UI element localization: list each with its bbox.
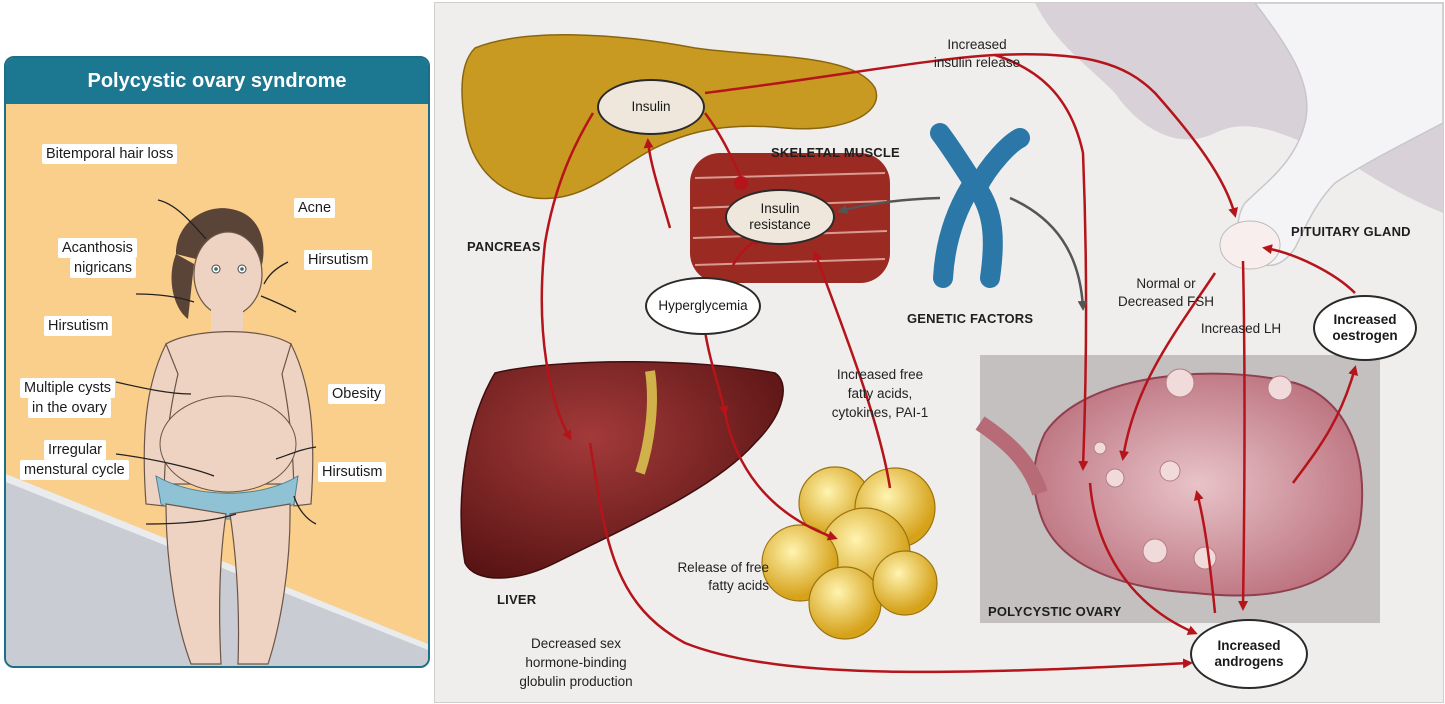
label-acanthosis-line2: nigricans [70, 258, 136, 278]
annotation-shbg-line1: Decreased sex [501, 636, 651, 652]
annotation-increased-lh: Increased LH [1191, 321, 1291, 337]
node-increased-androgens-line2: androgens [1214, 654, 1283, 670]
label-irregular-line2: menstural cycle [20, 460, 129, 480]
node-increased-oestrogen: Increased oestrogen [1313, 295, 1417, 361]
node-increased-oestrogen-line1: Increased [1333, 312, 1396, 328]
annotation-shbg-line3: globulin production [501, 674, 651, 690]
node-hyperglycemia: Hyperglycemia [645, 277, 761, 335]
label-hirsutism-chest: Hirsutism [44, 316, 112, 336]
organ-label-polycystic-ovary: POLYCYSTIC OVARY [988, 604, 1121, 619]
node-insulin-label: Insulin [631, 99, 670, 115]
annotation-fsh-line1: Normal or [1111, 276, 1221, 292]
organ-label-pancreas: PANCREAS [467, 239, 541, 254]
annotation-shbg-line2: hormone-binding [501, 655, 651, 671]
annotation-fsh-line2: Decreased FSH [1111, 294, 1221, 310]
annotation-increased-insulin-release-line2: insulin release [907, 55, 1047, 71]
node-insulin-resistance: Insulin resistance [725, 189, 835, 245]
node-increased-oestrogen-line2: oestrogen [1332, 328, 1397, 344]
label-obesity: Obesity [328, 384, 385, 404]
organ-label-skeletal-muscle: SKELETAL MUSCLE [771, 145, 900, 160]
node-hyperglycemia-label: Hyperglycemia [658, 298, 747, 314]
organ-label-genetic-factors: GENETIC FACTORS [907, 311, 1033, 326]
node-insulin-resistance-line2: resistance [749, 217, 811, 233]
pcos-pathophysiology-diagram: PANCREAS SKELETAL MUSCLE GENETIC FACTORS… [434, 2, 1444, 703]
annotation-release-ffa-line1: Release of free [659, 560, 769, 576]
annotation-release-ffa-line2: fatty acids [659, 578, 769, 594]
label-acanthosis-line1: Acanthosis [58, 238, 137, 258]
pcos-symptoms-panel: Polycystic ovary syndrome [4, 56, 430, 668]
node-insulin-resistance-line1: Insulin [760, 201, 799, 217]
annotation-free-fatty-acids-line2: fatty acids, [820, 386, 940, 402]
node-increased-androgens-line1: Increased [1217, 638, 1280, 654]
label-bitemporal-hair-loss: Bitemporal hair loss [42, 144, 177, 164]
organ-label-pituitary-gland: PITUITARY GLAND [1291, 224, 1411, 239]
label-irregular-line1: Irregular [44, 440, 106, 460]
annotation-increased-insulin-release-line1: Increased [907, 37, 1047, 53]
label-multiple-cysts-line1: Multiple cysts [20, 378, 115, 398]
label-hirsutism-neck: Hirsutism [304, 250, 372, 270]
panel-title: Polycystic ovary syndrome [6, 58, 428, 104]
node-insulin: Insulin [597, 79, 705, 135]
node-increased-androgens: Increased androgens [1190, 619, 1308, 689]
organ-label-liver: LIVER [497, 592, 536, 607]
annotation-free-fatty-acids-line1: Increased free [820, 367, 940, 383]
diagram-artwork [435, 3, 1443, 702]
label-hirsutism-legs: Hirsutism [318, 462, 386, 482]
label-acne: Acne [294, 198, 335, 218]
annotation-free-fatty-acids-line3: cytokines, PAI-1 [820, 405, 940, 421]
label-multiple-cysts-line2: in the ovary [28, 398, 111, 418]
